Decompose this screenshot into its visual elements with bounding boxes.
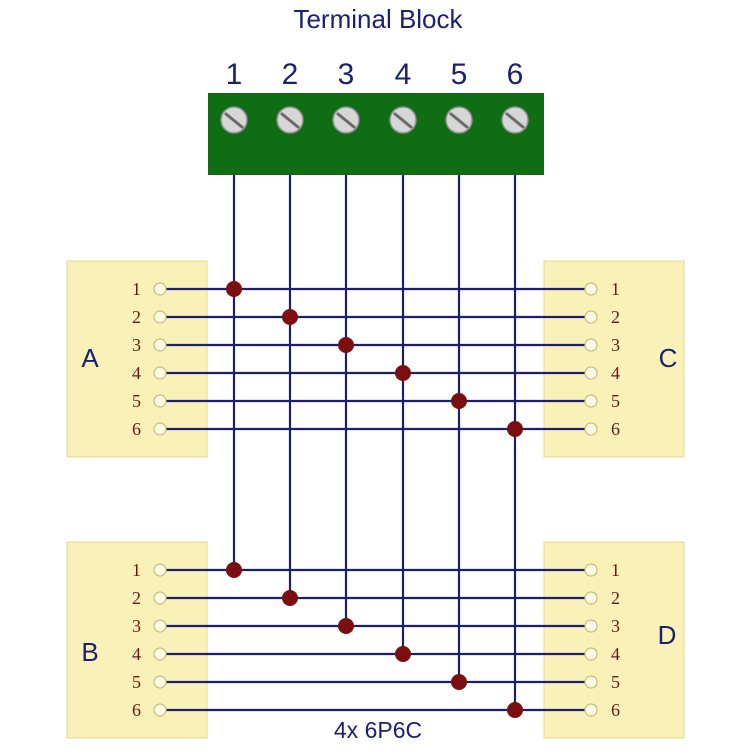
connector-c-pin-6 bbox=[584, 422, 598, 436]
junction-bd-4 bbox=[395, 646, 411, 662]
junction-ac-5 bbox=[451, 393, 467, 409]
connector-d-pin-2 bbox=[584, 591, 598, 605]
connector-c-pin-label-4: 4 bbox=[611, 363, 620, 383]
connector-c-pin-label-6: 6 bbox=[611, 419, 620, 439]
terminal-number-4: 4 bbox=[395, 58, 412, 91]
connector-b-pin-label-5: 5 bbox=[132, 672, 141, 692]
terminal-block bbox=[208, 93, 544, 175]
connector-d-box bbox=[543, 541, 685, 739]
connector-b-pin-label-4: 4 bbox=[132, 644, 141, 664]
connector-a-pin-6 bbox=[153, 422, 167, 436]
connector-c-pin-label-3: 3 bbox=[611, 335, 620, 355]
connector-b-pin-6 bbox=[153, 703, 167, 717]
connector-c-pin-5 bbox=[584, 394, 598, 408]
connector-b-box bbox=[66, 541, 208, 739]
terminal-number-6: 6 bbox=[507, 58, 524, 91]
connector-a-pin-label-1: 1 bbox=[132, 279, 141, 299]
terminal-number-labels: 1 2 3 4 5 6 bbox=[226, 58, 524, 91]
connector-a-box bbox=[66, 260, 208, 458]
connector-d-pin-label-3: 3 bbox=[611, 616, 620, 636]
diagram-title: Terminal Block bbox=[293, 4, 463, 34]
junction-ac-6 bbox=[507, 421, 523, 437]
connector-d-pin-1 bbox=[584, 563, 598, 577]
junction-ac-3 bbox=[338, 337, 354, 353]
connector-d-pin-3 bbox=[584, 619, 598, 633]
screw-icon bbox=[220, 106, 248, 134]
connector-b-pin-label-3: 3 bbox=[132, 616, 141, 636]
connector-a-pin-3 bbox=[153, 338, 167, 352]
connector-b-pin-label-2: 2 bbox=[132, 588, 141, 608]
connector-a-pin-4 bbox=[153, 366, 167, 380]
connector-a-pin-label-4: 4 bbox=[132, 363, 141, 383]
connector-a-pin-label-3: 3 bbox=[132, 335, 141, 355]
connector-a-pin-label-2: 2 bbox=[132, 307, 141, 327]
connector-d-label: D bbox=[658, 620, 677, 650]
junction-ac-2 bbox=[282, 309, 298, 325]
connector-c-pin-1 bbox=[584, 282, 598, 296]
connector-c-pin-label-2: 2 bbox=[611, 307, 620, 327]
connector-b-pin-label-1: 1 bbox=[132, 560, 141, 580]
connector-b-pin-1 bbox=[153, 563, 167, 577]
wires bbox=[166, 165, 585, 712]
connector-b-pin-5 bbox=[153, 675, 167, 689]
junction-bd-3 bbox=[338, 618, 354, 634]
junction-dots bbox=[226, 281, 523, 718]
connector-c-pin-2 bbox=[584, 310, 598, 324]
connector-b-pin-2 bbox=[153, 591, 167, 605]
terminal-number-2: 2 bbox=[282, 58, 299, 91]
connector-d-pin-4 bbox=[584, 647, 598, 661]
connector-c-pin-label-1: 1 bbox=[611, 279, 620, 299]
connector-c-pin-label-5: 5 bbox=[611, 391, 620, 411]
screw-icon bbox=[332, 106, 360, 134]
connector-b-label: B bbox=[81, 637, 98, 667]
junction-bd-2 bbox=[282, 590, 298, 606]
connector-a-pin-label-6: 6 bbox=[132, 419, 141, 439]
junction-ac-4 bbox=[395, 365, 411, 381]
junction-bd-6 bbox=[507, 702, 523, 718]
connector-pins bbox=[153, 282, 598, 717]
connector-d-pin-5 bbox=[584, 675, 598, 689]
connector-a-label: A bbox=[81, 343, 99, 373]
connector-c-box bbox=[543, 260, 685, 458]
connector-c-label: C bbox=[659, 343, 678, 373]
connector-d-pin-label-5: 5 bbox=[611, 672, 620, 692]
connector-c-pin-3 bbox=[584, 338, 598, 352]
terminal-number-5: 5 bbox=[451, 58, 468, 91]
terminal-screws bbox=[220, 106, 529, 134]
connector-d-pin-label-4: 4 bbox=[611, 644, 620, 664]
junction-ac-1 bbox=[226, 281, 242, 297]
connector-type-label: 4x 6P6C bbox=[334, 717, 422, 743]
connector-c-pin-4 bbox=[584, 366, 598, 380]
screw-icon bbox=[389, 106, 417, 134]
terminal-number-1: 1 bbox=[226, 58, 243, 91]
connector-b-pin-label-6: 6 bbox=[132, 700, 141, 720]
junction-bd-1 bbox=[226, 562, 242, 578]
connector-b-pin-4 bbox=[153, 647, 167, 661]
connector-a-pin-label-5: 5 bbox=[132, 391, 141, 411]
connector-d-pin-label-1: 1 bbox=[611, 560, 620, 580]
connector-b-pin-3 bbox=[153, 619, 167, 633]
screw-icon bbox=[276, 106, 304, 134]
terminal-number-3: 3 bbox=[338, 58, 355, 91]
screw-icon bbox=[501, 106, 529, 134]
connector-d-pin-6 bbox=[584, 703, 598, 717]
connector-a-pin-5 bbox=[153, 394, 167, 408]
connector-a-pin-1 bbox=[153, 282, 167, 296]
connector-d-pin-label-2: 2 bbox=[611, 588, 620, 608]
screw-icon bbox=[445, 106, 473, 134]
junction-bd-5 bbox=[451, 674, 467, 690]
connector-d-pin-label-6: 6 bbox=[611, 700, 620, 720]
connector-a-pin-2 bbox=[153, 310, 167, 324]
pin-labels: 1 1 2 2 3 3 4 4 5 5 6 6 1 1 2 2 3 3 4 4 5 5 6 6 bbox=[132, 279, 620, 720]
